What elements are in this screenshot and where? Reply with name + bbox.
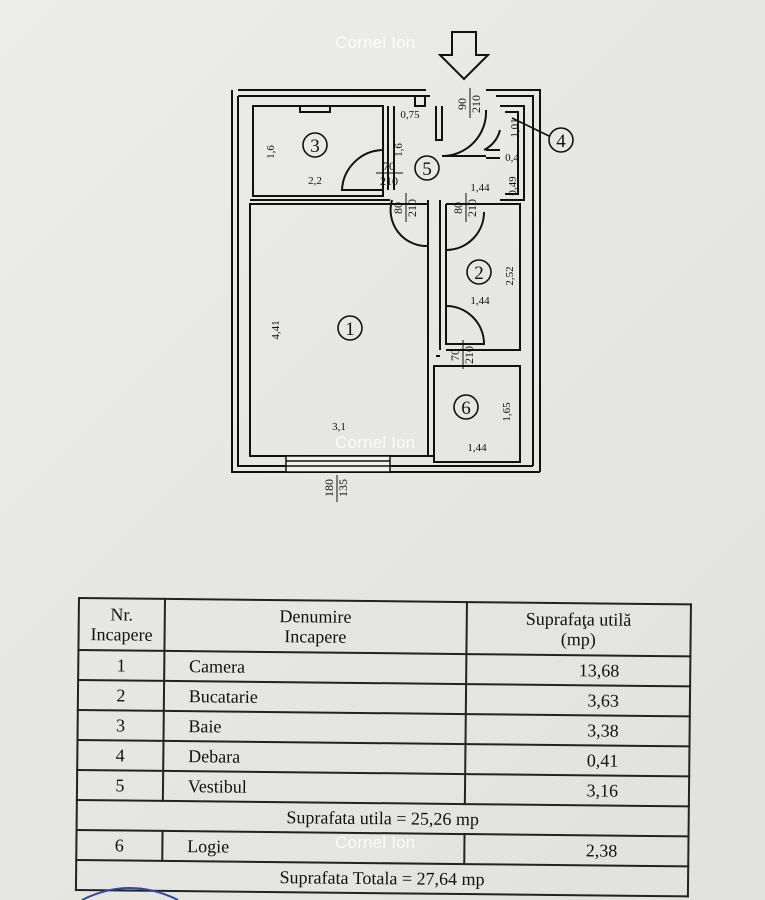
row-name: Baie <box>163 710 466 745</box>
row-nr: 6 <box>76 829 163 861</box>
room-5-width: 1,44 <box>470 182 490 194</box>
row-area: 3,38 <box>465 714 690 747</box>
row-area: 3,63 <box>465 684 691 717</box>
floor-plan: 3 1 2 4 5 6 2,2 3,1 1,44 1,44 1,44 0,75 … <box>231 31 574 502</box>
room-3-number: 3 <box>310 136 320 157</box>
row-name: Vestibul <box>162 770 465 805</box>
room-1-height: 4,41 <box>270 320 282 339</box>
kitchen-door-height: 210 <box>465 199 479 217</box>
room-1-width: 3,1 <box>332 421 346 433</box>
row-name: Bucatarie <box>163 680 466 715</box>
room-3-height: 1,6 <box>265 145 277 159</box>
outer-walls <box>231 89 541 473</box>
room-4-width: 0,4 <box>505 152 519 164</box>
loggia-door-width: 70 <box>448 349 462 361</box>
row-area: 13,68 <box>465 654 691 687</box>
window-width: 180 <box>322 479 336 497</box>
row-nr: 2 <box>77 680 164 711</box>
door-dimensions: 90 210 70 210 80 210 80 210 70 210 180 1… <box>322 88 483 502</box>
room-2-height: 2,52 <box>504 266 516 285</box>
watermark-top: Cornel Ion <box>335 33 416 52</box>
table-header-row: Nr. Incapere Denumire Incapere Suprafaţa… <box>78 598 691 657</box>
window <box>285 455 391 473</box>
bath-door-width: 70 <box>383 159 395 173</box>
header-area: Suprafaţa utilă (mp) <box>465 602 691 657</box>
room-2-walls <box>436 200 521 357</box>
row-area: 0,41 <box>464 744 690 777</box>
room-6-walls <box>427 204 521 463</box>
room-6-number: 6 <box>461 398 471 419</box>
room-3-width: 2,2 <box>308 175 322 187</box>
door-swings <box>340 109 501 345</box>
room-circles <box>302 117 574 420</box>
room-4-walls <box>486 105 525 201</box>
kitchen-door-width: 80 <box>451 202 465 214</box>
room-door-width: 80 <box>391 202 405 214</box>
top-wall-dimension: 0,75 <box>400 109 420 121</box>
room-1-number: 1 <box>345 319 355 340</box>
bath-door-height: 210 <box>380 174 398 188</box>
row-nr: 5 <box>76 770 164 801</box>
room-6-height: 1,65 <box>501 402 513 422</box>
row-name: Debara <box>163 740 466 775</box>
row-area: 2,38 <box>463 834 689 867</box>
closet-side-dimension: 0,49 <box>507 176 519 196</box>
row-nr: 1 <box>78 650 165 681</box>
room-4-number: 4 <box>556 131 566 152</box>
entrance-door-width: 90 <box>455 98 469 110</box>
room-4-height: 1,01 <box>509 118 521 137</box>
row-name: Logie <box>162 830 465 865</box>
room-2-number: 2 <box>474 263 484 284</box>
row-nr: 3 <box>77 710 164 741</box>
room-5-number: 5 <box>422 159 432 180</box>
row-name: Camera <box>163 650 466 685</box>
row-nr: 4 <box>77 740 164 771</box>
header-nr: Nr. Incapere <box>78 598 165 651</box>
entrance-arrow-icon <box>437 31 491 81</box>
header-name: Denumire Incapere <box>164 598 467 655</box>
room-6-width: 1,44 <box>467 442 487 454</box>
watermark-bottom: Cornel Ion <box>335 833 416 852</box>
loggia-door-height: 210 <box>462 346 476 364</box>
window-height: 135 <box>336 479 350 497</box>
row-area: 3,16 <box>464 774 690 807</box>
room-door-height: 210 <box>405 199 419 217</box>
stamp-fragment <box>81 887 179 900</box>
room-5-height: 1,6 <box>393 143 405 157</box>
room-2-width: 1,44 <box>470 295 490 307</box>
watermark-middle: Cornel Ion <box>335 433 416 452</box>
entrance-door-height: 210 <box>469 95 483 113</box>
